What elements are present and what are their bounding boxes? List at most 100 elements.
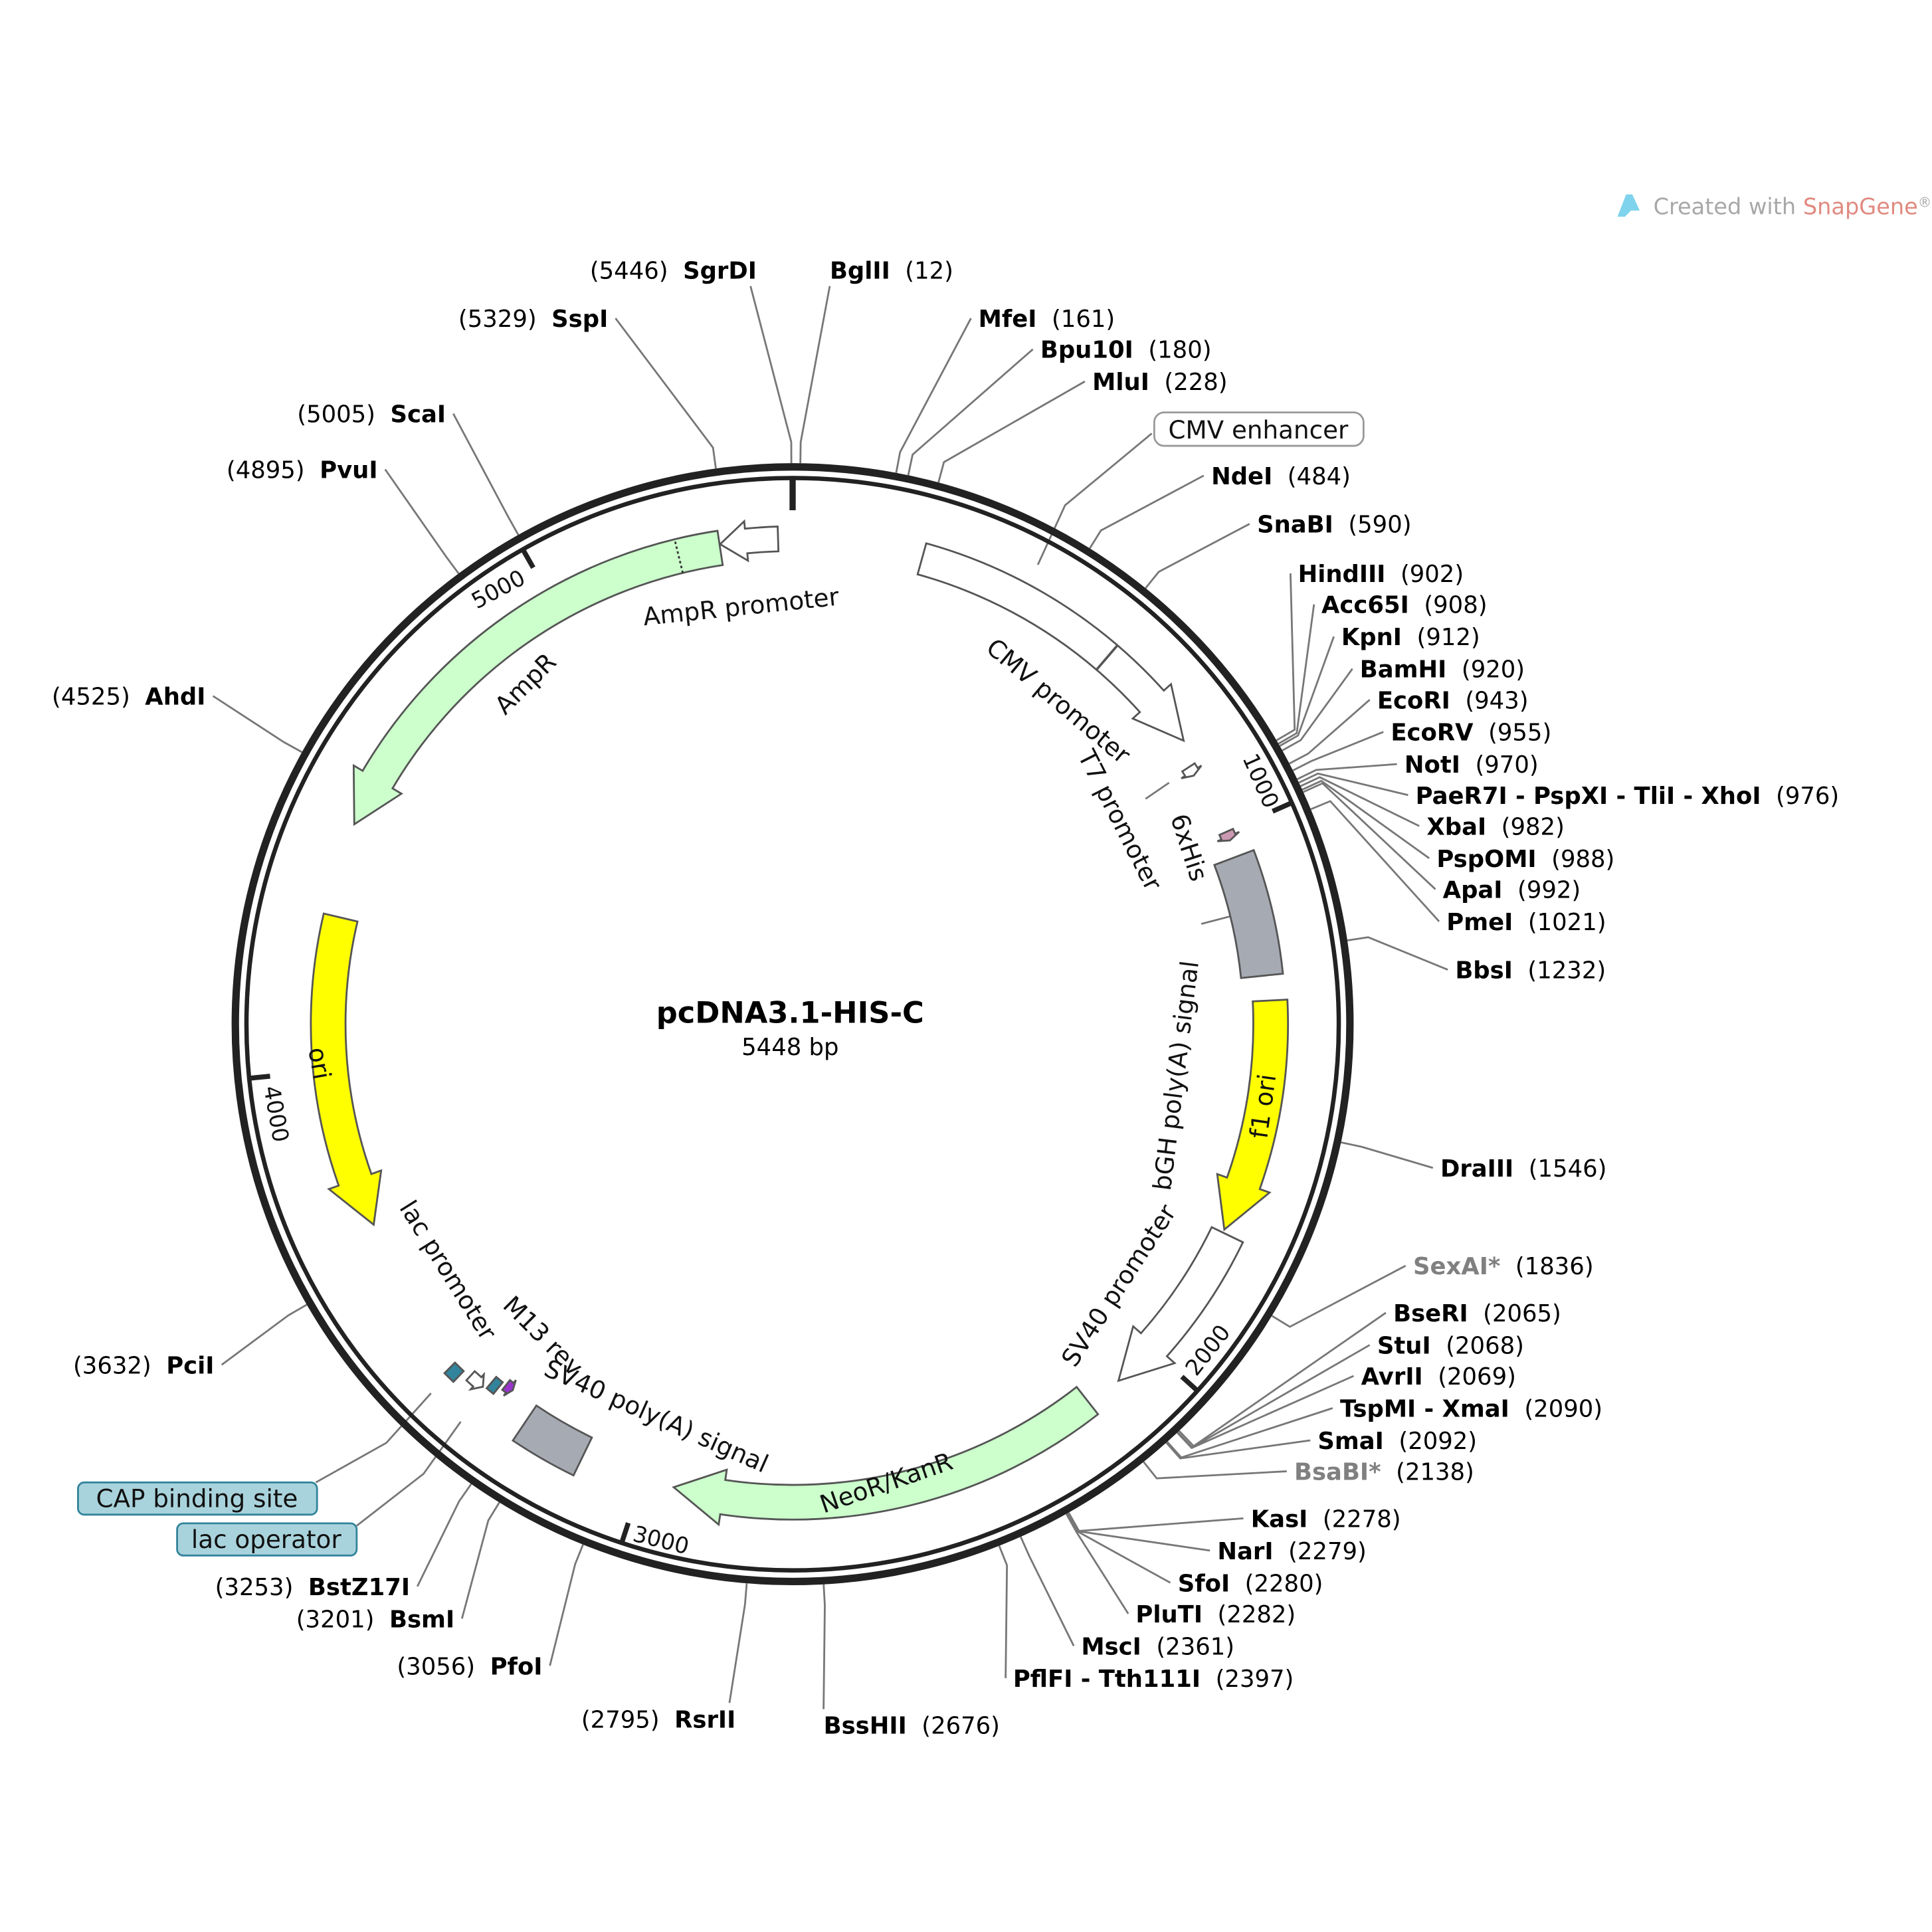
- backbone: [231, 463, 1354, 1586]
- enzyme-name: MluI: [1092, 369, 1149, 396]
- spacer: [1513, 957, 1528, 985]
- enzyme-ndei[interactable]: NdeI (484): [1211, 463, 1351, 490]
- 6xhis-label[interactable]: 6xHis: [1165, 810, 1214, 884]
- enzyme-pvui[interactable]: (4895) PvuI: [227, 457, 378, 484]
- feature-bgh-poly-a-signal[interactable]: [1213, 848, 1284, 979]
- enzyme-smai[interactable]: SmaI (2092): [1317, 1428, 1477, 1455]
- feature-sv40-poly-a-signal[interactable]: [512, 1404, 593, 1477]
- enzyme-bsshii[interactable]: BssHII (2676): [824, 1713, 1000, 1740]
- spacer: [1486, 813, 1501, 840]
- enzyme-pspomi[interactable]: PspOMI (988): [1436, 846, 1614, 873]
- enzyme-bstz17i[interactable]: (3253) BstZ17I: [215, 1574, 410, 1601]
- enzyme-pcii[interactable]: (3632) PciI: [73, 1352, 215, 1379]
- enzyme-nari[interactable]: NarI (2279): [1217, 1538, 1366, 1565]
- enzyme-bamhi[interactable]: BamHI (920): [1360, 656, 1525, 684]
- enzyme-bglii[interactable]: BglII (12): [830, 257, 953, 284]
- enzyme-paer7i-pspxi-tlii-xhoi[interactable]: PaeR7I - PspXI - TliI - XhoI (976): [1416, 783, 1840, 810]
- enzyme-bsabi[interactable]: BsaBI* (2138): [1294, 1459, 1474, 1486]
- lac-operator-label[interactable]: lac operator: [176, 1522, 358, 1557]
- lac-promoter-label[interactable]: lac promoter: [394, 1195, 503, 1345]
- enzyme-bseri[interactable]: BseRI (2065): [1393, 1300, 1561, 1327]
- enzyme-acc65i[interactable]: Acc65I (908): [1321, 592, 1488, 619]
- enzyme-pluti[interactable]: PluTI (2282): [1135, 1601, 1296, 1628]
- enzyme-pmei[interactable]: PmeI (1021): [1446, 909, 1606, 936]
- enzyme-name: ScaI: [391, 401, 446, 429]
- enzyme-name: RsrII: [674, 1706, 735, 1733]
- enzyme-sfoi[interactable]: SfoI (2280): [1178, 1570, 1323, 1597]
- enzyme-site: (1546): [1529, 1155, 1607, 1183]
- cut-line-draiii: [1341, 1141, 1434, 1169]
- cut-line-pfoi: [549, 1544, 584, 1666]
- enzyme-sgrdi[interactable]: (5446) SgrDI: [590, 257, 757, 284]
- enzyme-sexai[interactable]: SexAI* (1836): [1413, 1253, 1594, 1280]
- enzyme-sspi[interactable]: (5329) SspI: [458, 306, 608, 333]
- enzyme-bbsi[interactable]: BbsI (1232): [1455, 957, 1606, 985]
- ampr-promoter-label[interactable]: AmpR promoter: [642, 582, 841, 632]
- spacer: [1141, 1633, 1157, 1660]
- enzyme-stui[interactable]: StuI (2068): [1377, 1332, 1524, 1359]
- cmv-enhancer-label[interactable]: CMV enhancer: [1153, 411, 1365, 447]
- cut-line-pcii: [221, 1304, 308, 1366]
- enzyme-kpni[interactable]: KpnI (912): [1341, 624, 1480, 651]
- feature-cmv-promoter[interactable]: [1095, 644, 1185, 743]
- feature-t7-promoter[interactable]: [1181, 762, 1203, 779]
- feature-f1-ori[interactable]: [1216, 999, 1290, 1232]
- t7-promoter-connector: [1145, 781, 1170, 800]
- enzyme-hindiii[interactable]: HindIII (902): [1298, 561, 1464, 588]
- feature-lac-operator[interactable]: [485, 1375, 504, 1395]
- feature-lac-promoter[interactable]: [464, 1369, 486, 1391]
- cut-line-pluti: [1065, 1513, 1129, 1614]
- enzyme-name: HindIII: [1298, 561, 1386, 588]
- enzyme-ahdi[interactable]: (4525) AhdI: [52, 684, 205, 711]
- spacer: [1384, 1428, 1399, 1455]
- enzyme-avrii[interactable]: AvrII (2069): [1361, 1363, 1516, 1391]
- ori-label[interactable]: ori: [302, 1045, 337, 1082]
- enzyme-msci[interactable]: MscI (2361): [1081, 1633, 1234, 1660]
- enzyme-site: (982): [1501, 813, 1565, 840]
- enzyme-noti[interactable]: NotI (970): [1404, 751, 1539, 779]
- enzyme-name: EcoRV: [1391, 720, 1474, 747]
- cut-line-nari: [1067, 1512, 1210, 1552]
- feature-sv40-promoter[interactable]: [1117, 1226, 1244, 1383]
- enzyme-apai[interactable]: ApaI (992): [1443, 876, 1581, 904]
- enzyme-site: (988): [1551, 846, 1614, 873]
- enzyme-xbai[interactable]: XbaI (982): [1426, 813, 1564, 840]
- enzyme-snabi[interactable]: SnaBI (590): [1257, 512, 1411, 539]
- enzyme-site: (1232): [1527, 957, 1606, 985]
- feature-6xhis[interactable]: [1216, 827, 1240, 842]
- enzyme-mfei[interactable]: MfeI (161): [979, 306, 1115, 333]
- feature-ori[interactable]: [310, 912, 383, 1226]
- feature-cap-binding-site[interactable]: [443, 1361, 465, 1383]
- feature-m13-rev[interactable]: [500, 1379, 517, 1397]
- enzyme-ecorv[interactable]: EcoRV (955): [1391, 720, 1551, 747]
- enzyme-ecori[interactable]: EcoRI (943): [1377, 687, 1529, 714]
- enzyme-kasi[interactable]: KasI (2278): [1251, 1505, 1401, 1533]
- enzyme-mlui[interactable]: MluI (228): [1092, 369, 1227, 396]
- enzyme-pflfi-tth111i[interactable]: PflFI - Tth111I (2397): [1013, 1666, 1294, 1693]
- enzyme-rsrii[interactable]: (2795) RsrII: [581, 1706, 735, 1733]
- enzyme-name: PspOMI: [1436, 846, 1536, 873]
- cut-line-ndei: [1089, 474, 1205, 549]
- feature-ampr-promoter[interactable]: [718, 519, 780, 563]
- enzyme-tspmi-xmai[interactable]: TspMI - XmaI (2090): [1340, 1396, 1602, 1423]
- enzyme-site: (2138): [1396, 1459, 1474, 1486]
- spacer: [1500, 1253, 1515, 1280]
- tick-5000: [520, 548, 535, 569]
- feature-neor-kanr[interactable]: [672, 1385, 1100, 1527]
- enzyme-bpu10i[interactable]: Bpu10I (180): [1040, 337, 1212, 364]
- ruler-ticks: [248, 548, 1293, 1544]
- feature-ampr[interactable]: [352, 530, 724, 826]
- m13-rev-label[interactable]: M13 rev: [498, 1290, 589, 1382]
- enzyme-pfoi[interactable]: (3056) PfoI: [397, 1653, 542, 1680]
- enzyme-name: SexAI*: [1413, 1253, 1500, 1280]
- spacer: [1409, 592, 1424, 619]
- enzyme-name: PaeR7I - PspXI - TliI - XhoI: [1416, 783, 1761, 810]
- cap-binding-site-label[interactable]: CAP binding site: [77, 1481, 318, 1516]
- bgh-polya-signal-label[interactable]: bGH poly(A) signal: [1147, 959, 1205, 1193]
- cut-line-pmei: [1310, 800, 1440, 922]
- enzyme-bsmi[interactable]: (3201) BsmI: [296, 1606, 454, 1633]
- enzyme-draiii[interactable]: DraIII (1546): [1440, 1155, 1607, 1183]
- t7-promoter-label[interactable]: T7 promoter: [1072, 744, 1168, 896]
- enzyme-scai[interactable]: (5005) ScaI: [297, 401, 446, 429]
- enzyme-site: (2278): [1323, 1505, 1401, 1533]
